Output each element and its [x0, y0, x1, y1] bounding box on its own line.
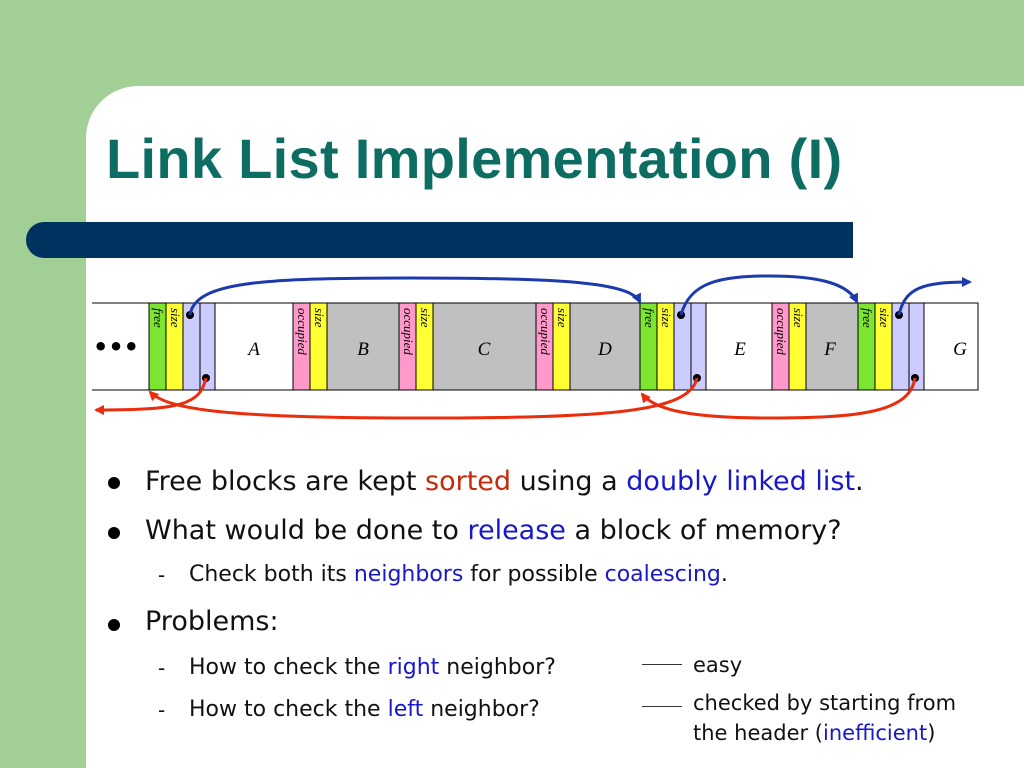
occupied-tag-label-f: occupied — [774, 308, 789, 355]
emphasis-right: right — [387, 655, 440, 680]
prev-arrow-e-to-a — [148, 377, 699, 420]
emphasis-neighbors: neighbors — [353, 562, 464, 587]
connector-line-left — [642, 706, 682, 707]
block-d — [569, 302, 641, 391]
bullet-text: What would be done to — [145, 515, 468, 546]
size-tag-label-e: size — [659, 308, 674, 328]
bullet-3: Problems: — [145, 606, 279, 637]
slide-panel — [86, 86, 1024, 768]
note-text: ) — [927, 721, 936, 745]
block-a — [214, 302, 294, 391]
bullet-marker — [108, 527, 120, 539]
size-tag-occ-label-b: size — [312, 308, 327, 328]
bullet-marker — [108, 477, 120, 489]
bullet-text: neighbor? — [423, 697, 540, 722]
size-tag-occ-label-d: size — [555, 308, 570, 328]
sub-bullet-marker: - — [158, 698, 166, 722]
block-g-label: G — [953, 339, 967, 360]
note-left-neighbor: checked by starting from the header (ine… — [693, 688, 956, 748]
bullet-text: using a — [511, 466, 627, 497]
sub-bullet-marker: - — [158, 656, 166, 680]
green-background-left — [0, 0, 88, 768]
bullet-text: a block of memory? — [565, 515, 842, 546]
block-c-label: C — [478, 339, 491, 360]
free-tag-label-a: free — [151, 308, 166, 328]
size-tag-label-a: size — [168, 308, 183, 328]
emphasis-sorted: sorted — [425, 466, 512, 497]
bullet-1: Free blocks are kept sorted using a doub… — [145, 466, 864, 497]
block-e-label: E — [733, 339, 746, 360]
emphasis-left: left — [387, 697, 424, 722]
prev-arrow-g-to-e — [640, 377, 917, 420]
occupied-tag-label-d: occupied — [538, 308, 553, 355]
bullet-text: Problems: — [145, 606, 279, 637]
connector-line-easy — [642, 664, 682, 665]
block-c — [432, 302, 537, 391]
bullet-text: How to check the — [189, 655, 388, 680]
block-f — [805, 302, 859, 391]
size-tag-label-g: size — [877, 308, 892, 328]
note-line-2: the header (inefficient) — [693, 718, 956, 748]
next-arrow-e-to-g — [679, 274, 859, 316]
occupied-tag-label-c: occupied — [401, 308, 416, 355]
sub-bullet-3: How to check the left neighbor? — [189, 697, 540, 722]
block-d-label: D — [597, 339, 612, 360]
ellipsis: ••• — [93, 333, 139, 361]
bullet-text: Free blocks are kept — [145, 466, 426, 497]
emphasis-release: release — [467, 515, 566, 546]
note-easy: easy — [693, 653, 743, 677]
occupied-tag-label-b: occupied — [295, 308, 310, 355]
sub-bullet-2: How to check the right neighbor? — [189, 655, 556, 680]
free-tag-label-g: free — [860, 308, 875, 328]
note-text: the header ( — [693, 721, 823, 745]
block-b-label: B — [357, 339, 369, 360]
bullet-text: Check both its — [189, 562, 354, 587]
bullet-marker — [108, 619, 120, 631]
sub-bullet-1: Check both its neighbors for possible co… — [189, 562, 728, 587]
next-arrow-a-to-e — [188, 276, 642, 316]
emphasis-inefficient: inefficient — [823, 721, 928, 745]
note-line-1: checked by starting from — [693, 691, 957, 715]
bullet-text: . — [720, 562, 728, 587]
bullet-text: neighbor? — [439, 655, 556, 680]
block-b — [326, 302, 400, 391]
title-underline-bar — [26, 222, 853, 258]
bullet-text: . — [855, 466, 864, 497]
next-arrow-g-out — [897, 277, 972, 316]
green-background-top — [0, 0, 358, 86]
emphasis-coalescing: coalescing — [604, 562, 721, 587]
bullet-text: How to check the — [189, 697, 388, 722]
block-e — [705, 302, 773, 391]
bullet-2: What would be done to release a block of… — [145, 515, 842, 546]
size-tag-occ-label-c: size — [418, 308, 433, 328]
slide-title: Link List Implementation (I) — [106, 127, 843, 190]
block-f-label: F — [823, 339, 836, 360]
emphasis-doubly-linked-list: doubly linked list — [626, 466, 856, 497]
block-a-label: A — [246, 339, 260, 360]
size-tag-occ-label-f: size — [791, 308, 806, 328]
sub-bullet-marker: - — [158, 563, 166, 587]
bullet-text: for possible — [463, 562, 605, 587]
free-tag-label-e: free — [642, 308, 657, 328]
